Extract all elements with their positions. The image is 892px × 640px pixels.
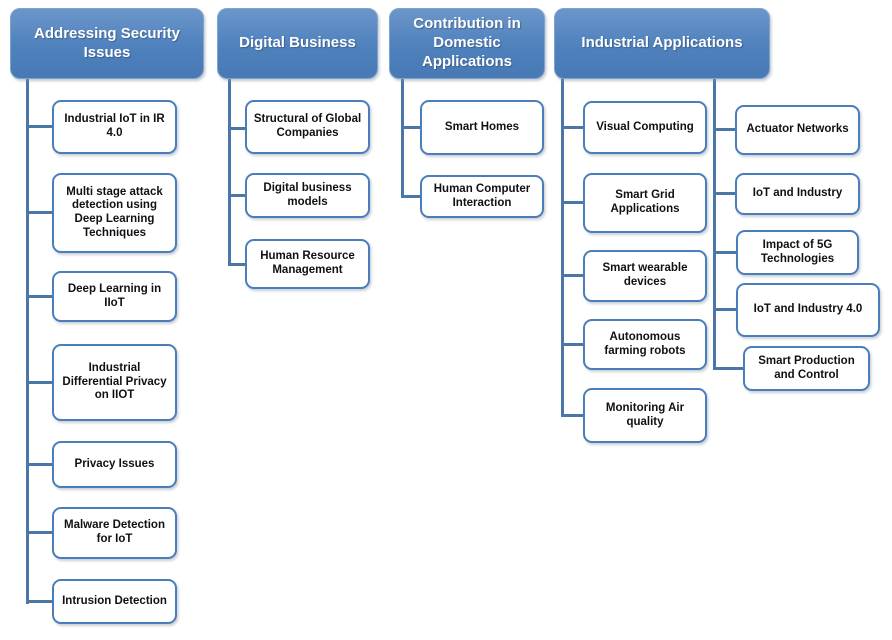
node-autonomous-farming-robots: Autonomous farming robots [583,319,707,370]
node-iot-and-industry: IoT and Industry [735,173,860,215]
node-human-resource-management: Human Resource Management [245,239,370,289]
node-privacy-issues: Privacy Issues [52,441,177,488]
connector-col2-stub-3 [228,263,245,266]
connector-col4-right-stub-3 [713,251,736,254]
connector-col3-vline [401,78,404,197]
node-industrial-iot-in-ir-40: Industrial IoT in IR 4.0 [52,100,177,154]
connector-col1-stub-7 [26,600,52,603]
header-industrial-applications: Industrial Applications [554,8,770,79]
node-smart-homes: Smart Homes [420,100,544,155]
node-human-computer-interaction: Human Computer Interaction [420,175,544,218]
node-structural-of-global-companies: Structural of Global Companies [245,100,370,154]
connector-col1-stub-2 [26,211,52,214]
header-contribution-in-domestic-applications: Contribution in Domestic Applications [389,8,545,79]
node-smart-production-and-control: Smart Production and Control [743,346,870,391]
connector-col4-right-vline [713,78,716,370]
connector-col3-stub-1 [401,126,420,129]
connector-col4-left-stub-3 [561,274,583,277]
node-intrusion-detection: Intrusion Detection [52,579,177,624]
header-addressing-security-issues: Addressing Security Issues [10,8,204,79]
node-visual-computing: Visual Computing [583,101,707,154]
connector-col1-stub-6 [26,531,52,534]
node-digital-business-models: Digital business models [245,173,370,218]
connector-col2-stub-1 [228,127,245,130]
connector-col2-vline [228,78,231,266]
connector-col4-right-stub-4 [713,308,736,311]
connector-col4-right-stub-5 [713,367,743,370]
connector-col4-left-stub-5 [561,414,583,417]
connector-col3-stub-2 [401,195,420,198]
connector-col1-vline [26,78,29,604]
connector-col4-left-stub-2 [561,201,583,204]
node-smart-grid-applications: Smart Grid Applications [583,173,707,233]
node-impact-of-5g-technologies: Impact of 5G Technologies [736,230,859,275]
header-digital-business: Digital Business [217,8,378,79]
connector-col4-right-stub-1 [713,128,735,131]
node-malware-detection-for-iot: Malware Detection for IoT [52,507,177,559]
connector-col1-stub-3 [26,295,52,298]
node-industrial-differential-privacy: Industrial Differential Privacy on IIOT [52,344,177,421]
node-iot-and-industry-40: IoT and Industry 4.0 [736,283,880,337]
node-monitoring-air-quality: Monitoring Air quality [583,388,707,443]
node-multi-stage-attack-detection: Multi stage attack detection using Deep … [52,173,177,253]
node-deep-learning-in-iiot: Deep Learning in IIoT [52,271,177,322]
connector-col4-left-stub-1 [561,126,583,129]
connector-col4-left-stub-4 [561,343,583,346]
node-actuator-networks: Actuator Networks [735,105,860,155]
node-smart-wearable-devices: Smart wearable devices [583,250,707,302]
connector-col1-stub-4 [26,381,52,384]
connector-col4-left-vline [561,78,564,417]
connector-col2-stub-2 [228,194,245,197]
connector-col1-stub-1 [26,125,52,128]
connector-col4-right-stub-2 [713,192,735,195]
connector-col1-stub-5 [26,463,52,466]
